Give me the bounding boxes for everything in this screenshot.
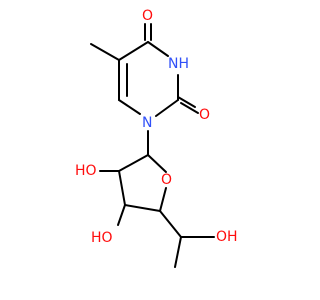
atom-oh-2prime: HO [75, 163, 97, 179]
bond-c2prime-c3prime [118, 170, 126, 206]
bond-c2-o-double [180, 102, 199, 114]
structure-diagram: O NH O N O HO HO OH [75, 8, 238, 268]
atom-n3: NH [168, 56, 189, 72]
bond-c2-o [177, 96, 196, 108]
bond-n1-c2 [155, 99, 179, 117]
bond-c6-n1 [118, 99, 141, 115]
bond-c3prime-oh [117, 204, 126, 226]
bonds [90, 23, 215, 268]
bond-c4-c5 [118, 41, 149, 61]
atom-labels: O NH O N O HO HO OH [75, 8, 238, 246]
bond-n3-c4 [147, 41, 169, 57]
bond-c5-methyl [90, 43, 120, 61]
bond-c4prime-oring [159, 187, 167, 212]
atom-n1: N [142, 115, 152, 131]
atom-o-c4: O [142, 8, 153, 24]
bond-c4prime-c5prime [159, 210, 182, 238]
atom-o-ring: O [161, 172, 172, 188]
atom-oh-3prime: HO [91, 230, 113, 246]
bond-oring-c1prime [147, 154, 167, 173]
atom-o-c2: O [199, 107, 210, 123]
atom-oh-side: OH [216, 229, 238, 245]
bond-c3prime-c4prime [124, 204, 161, 212]
bond-c5prime-methyl [174, 236, 182, 268]
bond-c1prime-c2prime [118, 154, 149, 172]
